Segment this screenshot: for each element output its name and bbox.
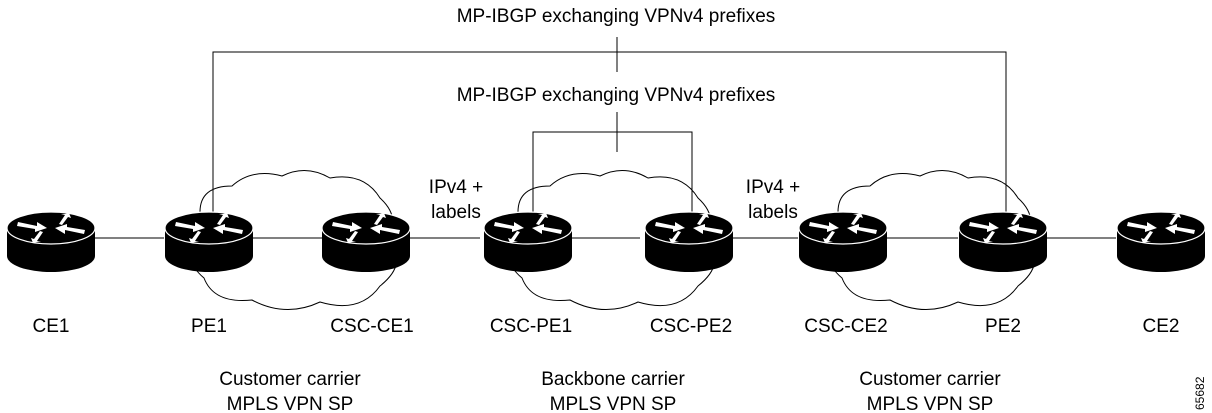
inner-mp-ibgp-session [532, 112, 693, 230]
outer-mp-ibgp-session [212, 37, 1007, 230]
inner-session-label: MP-IBGP exchanging VPNv4 prefixes [457, 85, 776, 106]
region-right-line1: Customer carrier [859, 369, 1001, 390]
router-pe1 [164, 211, 254, 273]
region-middle-line2: MPLS VPN SP [550, 394, 677, 413]
router-csc-ce1 [321, 211, 411, 273]
customer-carrier-cloud-right [828, 170, 1035, 311]
link-label-right-line1: IPv4 + [746, 177, 800, 198]
router-pe2 [958, 211, 1048, 273]
router-label-ce1: CE1 [33, 316, 70, 337]
router-label-ce2: CE2 [1143, 316, 1180, 337]
region-left-line1: Customer carrier [219, 369, 361, 390]
router-label-pe2: PE2 [985, 316, 1021, 337]
region-right-line2: MPLS VPN SP [867, 394, 994, 413]
outer-session-label: MP-IBGP exchanging VPNv4 prefixes [457, 6, 776, 27]
figure-id: 65682 [1193, 376, 1207, 410]
link-label-left-line2: labels [431, 202, 481, 223]
router-label-csc-pe1: CSC-PE1 [490, 316, 572, 337]
router-label-csc-pe2: CSC-PE2 [650, 316, 732, 337]
router-label-pe1: PE1 [191, 316, 227, 337]
router-ce2 [1116, 211, 1206, 273]
customer-carrier-cloud-left [190, 170, 397, 311]
link-label-right-line2: labels [748, 202, 798, 223]
region-middle-line1: Backbone carrier [541, 369, 685, 390]
router-ce1 [6, 211, 96, 273]
router-csc-ce2 [798, 211, 888, 273]
router-csc-pe1 [483, 211, 573, 273]
router-label-csc-ce2: CSC-CE2 [804, 316, 887, 337]
router-csc-pe2 [644, 211, 734, 273]
link-label-left-line1: IPv4 + [429, 177, 483, 198]
region-left-line2: MPLS VPN SP [227, 394, 354, 413]
router-label-csc-ce1: CSC-CE1 [330, 316, 413, 337]
